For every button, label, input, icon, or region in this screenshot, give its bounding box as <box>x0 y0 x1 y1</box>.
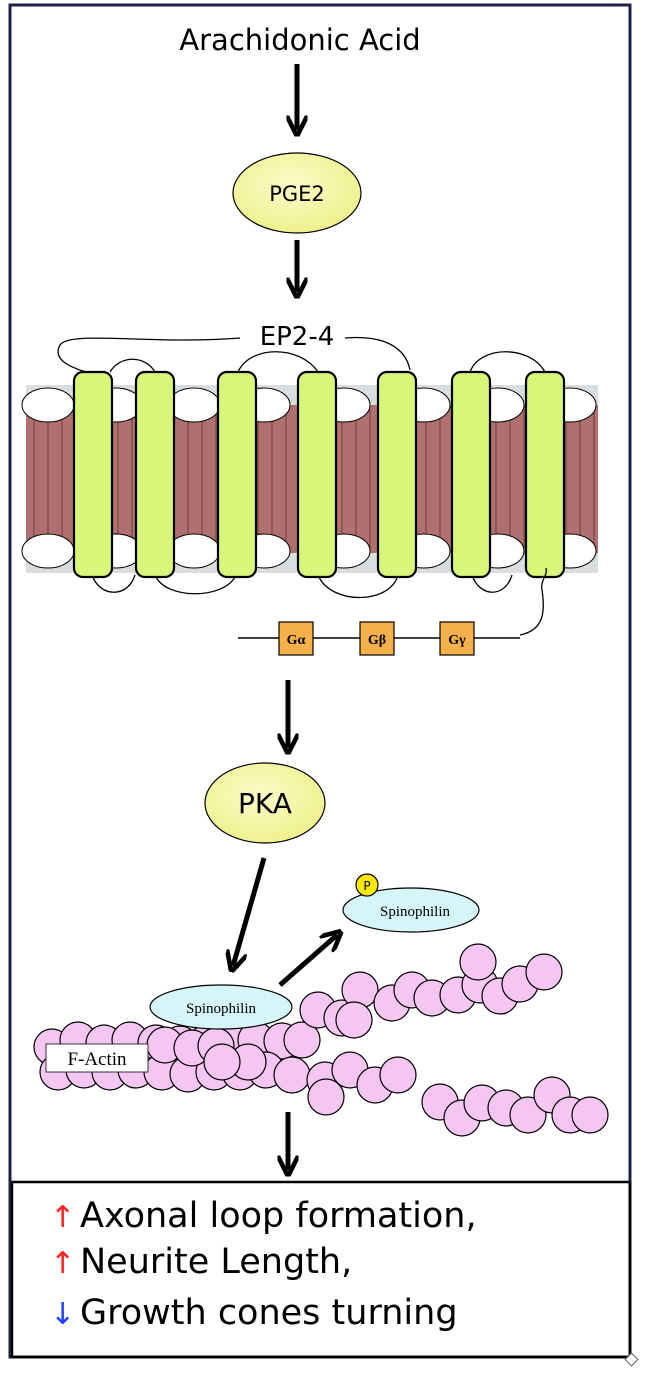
transmembrane-helix <box>524 370 566 579</box>
spinophilin-phospho-label: Spinophilin <box>380 904 451 920</box>
actin-monomer <box>459 943 497 981</box>
ep2-4-label: EP2-4 <box>260 322 335 352</box>
outcome-text: Neurite Length, <box>80 1242 353 1282</box>
extracellular-loop <box>469 351 546 373</box>
resize-handle <box>624 1352 639 1367</box>
extracellular-loop <box>109 358 156 373</box>
actin-monomer <box>203 1043 241 1081</box>
outcome-axonal-loop: ↑Axonal loop formation, <box>50 1196 477 1236</box>
pge2-node <box>232 152 362 234</box>
g-beta-box <box>359 621 395 656</box>
pka-label: PKA <box>238 787 292 820</box>
arrow-pka-to-spinophilin <box>233 857 267 966</box>
actin-monomer <box>525 953 563 991</box>
decrease-arrow-icon: ↓ <box>50 1297 76 1332</box>
pka-node <box>204 762 326 844</box>
extracellular-loop <box>344 336 411 371</box>
intracellular-loop <box>91 574 136 593</box>
lipid-head <box>167 387 221 423</box>
spinophilin-phospho-node <box>342 887 480 933</box>
lipid-head <box>167 533 221 569</box>
actin-monomer <box>379 1056 417 1094</box>
pge2-label: PGE2 <box>269 182 325 206</box>
outcome-growth-cones: ↓Growth cones turning <box>50 1293 458 1333</box>
g-beta-label: Gβ <box>368 633 386 648</box>
transmembrane-helix <box>216 370 258 579</box>
actin-monomer <box>509 1096 547 1134</box>
extracellular-loop <box>237 351 319 373</box>
actin-monomer <box>307 1078 345 1116</box>
intracellular-loop <box>154 574 237 595</box>
transmembrane-helix <box>72 370 114 579</box>
outcome-text: Axonal loop formation, <box>80 1196 477 1236</box>
n-terminus-loop <box>57 337 241 376</box>
phosphate-label: P <box>363 879 370 893</box>
transmembrane-helix <box>450 370 492 579</box>
cell-membrane <box>21 336 598 599</box>
arrow-phosphorylation <box>278 935 337 987</box>
g-protein-tether <box>519 567 547 636</box>
transmembrane-helix <box>376 370 418 579</box>
actin-filaments <box>33 943 609 1137</box>
actin-monomer <box>283 1021 321 1059</box>
outcome-text: Growth cones turning <box>80 1293 458 1333</box>
spinophilin-bound-node <box>149 984 293 1030</box>
transmembrane-helix <box>296 370 338 579</box>
arachidonic-acid-label: Arachidonic Acid <box>179 23 420 57</box>
outcome-box <box>10 1180 632 1359</box>
intracellular-loop <box>317 574 399 599</box>
g-alpha-box <box>278 621 314 656</box>
transmembrane-helix <box>134 370 176 579</box>
g-alpha-label: Gα <box>287 633 306 648</box>
phosphate-group <box>355 873 379 897</box>
increase-arrow-icon: ↑ <box>50 1200 76 1235</box>
spinophilin-bound-label: Spinophilin <box>186 1001 257 1017</box>
intracellular-loop <box>471 574 513 593</box>
actin-monomer <box>273 1056 311 1094</box>
lipid-head <box>21 533 75 569</box>
actin-monomer <box>571 1096 609 1134</box>
lipid-head <box>21 387 75 423</box>
outcome-neurite-length: ↑Neurite Length, <box>50 1242 352 1282</box>
f-actin-label-box <box>45 1043 149 1073</box>
actin-monomer <box>335 1001 373 1039</box>
g-gamma-label: Gγ <box>448 633 466 648</box>
increase-arrow-icon: ↑ <box>50 1246 76 1281</box>
f-actin-label: F-Actin <box>67 1049 127 1070</box>
g-gamma-box <box>439 621 475 656</box>
